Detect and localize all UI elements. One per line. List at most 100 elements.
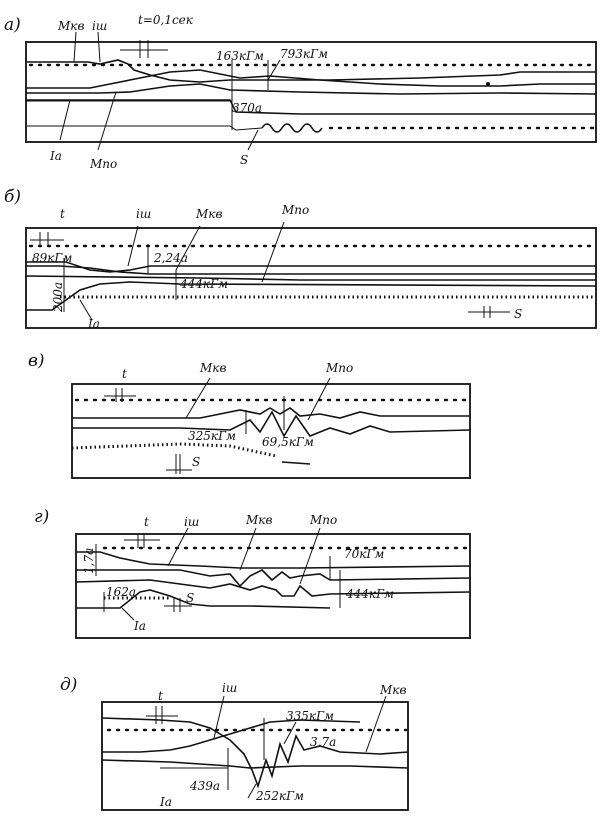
panel-a-oscillation	[261, 123, 323, 133]
panel-a-dot	[486, 82, 490, 86]
panel-b-label-ia: Iа	[87, 317, 100, 331]
panel-e-label-ish: iш	[222, 681, 237, 695]
panel-d-label-s: S	[186, 591, 194, 605]
panel-b-letter: б)	[4, 187, 21, 207]
panel-a-label-mkv: Mкв	[57, 19, 84, 33]
panel-a-frame	[25, 41, 597, 143]
panel-c-trace-mkv	[72, 407, 470, 419]
panel-b: б) t iш Mкв Mпо 89кГм 2,24а 444кГм 200а …	[4, 187, 597, 331]
panel-b-frame	[25, 227, 597, 329]
panel-c-time-ticks	[71, 442, 277, 458]
panel-b-trace-mkv	[26, 265, 596, 275]
panel-b-trace-ia	[26, 281, 597, 311]
panel-d-label-mkv: Mкв	[245, 513, 272, 527]
panel-e: д) t iш Mкв 335кГм 3,7а Iа 439а 252кГм	[60, 675, 409, 811]
panel-c-label-v325: 325кГм	[188, 429, 236, 443]
panel-e-leader-mkv	[365, 695, 387, 753]
panel-a: а) Mкв iш t=0,1сек 163кГм 793кГм 370а Iа…	[4, 13, 597, 171]
panel-e-leader-ish	[213, 695, 225, 739]
panel-a-leader-ia	[59, 99, 71, 141]
panel-e-label-v439: 439а	[189, 779, 220, 793]
panel-b-label-v444: 444кГм	[179, 277, 228, 291]
panel-d-trace-mkv	[76, 569, 471, 588]
panel-e-label-v252: 252кГм	[255, 789, 304, 803]
panel-d-frame	[75, 533, 471, 639]
panel-a-trace-ish	[26, 59, 596, 83]
panel-d-trace-ish	[76, 551, 471, 569]
panel-a-label-cur: 370а	[232, 101, 262, 115]
panel-b-label-ish: iш	[136, 207, 151, 221]
panel-b-label-v224: 2,24а	[153, 251, 188, 265]
panel-a-trace-s	[26, 125, 263, 131]
panel-c-trace-s	[281, 461, 311, 465]
panel-a-trace-ia	[26, 99, 596, 115]
panel-e-trace-ia	[101, 759, 409, 769]
panel-b-leader-mpo	[261, 221, 285, 283]
panel-d-label-mpo: Mпо	[309, 513, 337, 527]
panel-b-label-mkv: Mкв	[195, 207, 222, 221]
panel-d-label-ia: Iа	[133, 619, 146, 633]
panel-c-letter: в)	[28, 351, 45, 371]
panel-b-label-s: S	[514, 307, 522, 321]
panel-e-label-t: t	[158, 689, 163, 703]
panel-e-leader-v252	[247, 783, 257, 799]
panel-c-leader-mkv	[185, 377, 211, 419]
panel-d-leader-ish	[167, 527, 189, 567]
panel-a-label-ia: Iа	[49, 149, 62, 163]
panel-e-letter: д)	[60, 675, 77, 695]
panel-a-label-s: S	[240, 153, 248, 167]
panel-a-letter: а)	[4, 15, 21, 35]
panel-c-frame	[71, 383, 471, 479]
panel-b-leader-mkv	[175, 225, 201, 271]
panel-e-label-mkv: Mкв	[379, 683, 406, 697]
panel-d-letter: г)	[34, 507, 49, 527]
panel-a-trace-mkv	[26, 69, 596, 89]
panel-d-label-v17: 1,7а	[82, 548, 96, 574]
panel-e-label-ia: Iа	[159, 795, 172, 809]
panel-a-label-t: t=0,1сек	[138, 13, 194, 27]
panel-d-leader-mkv	[239, 527, 257, 571]
panel-c-leader-mpo	[307, 377, 331, 421]
panel-b-leader-ia	[79, 299, 93, 321]
panel-b-trace-ish	[26, 261, 596, 273]
panel-d-trace-mpo	[75, 579, 471, 597]
panel-d-label-ish: iш	[184, 515, 199, 529]
panel-b-label-t: t	[60, 207, 65, 221]
panel-a-label-v1: 163кГм	[216, 49, 264, 63]
panel-c-label-mpo: Mпо	[325, 361, 353, 375]
panel-a-leader-s	[247, 129, 259, 151]
panel-b-label-v89: 89кГм	[32, 251, 72, 265]
panel-e-trace-upper	[102, 719, 361, 753]
panel-d-label-v162: 162а	[106, 585, 136, 599]
panel-e-label-v37: 3,7а	[310, 735, 336, 749]
panel-c-label-v695: 69,5кГм	[262, 435, 314, 449]
panel-a-trace-mpo	[26, 83, 597, 95]
panel-e-label-v335: 335кГм	[286, 709, 334, 723]
panel-a-leader-mkv	[73, 31, 77, 63]
panel-e-leader-v335	[283, 721, 297, 745]
panel-b-label-v200: 200а	[51, 282, 65, 313]
panel-e-frame	[101, 701, 409, 811]
panel-c: в) t Mкв Mпо 325кГм 69,5кГм S	[28, 351, 471, 479]
panel-d-label-v70: 70кГм	[344, 547, 384, 561]
panel-a-label-ish: iш	[92, 19, 107, 33]
panel-d-trace-ia	[76, 589, 331, 609]
panel-d-label-t: t	[144, 515, 149, 529]
panel-c-label-mkv: Mкв	[199, 361, 226, 375]
panel-a-leader-v2	[267, 59, 281, 81]
panel-a-label-v2: 793кГм	[280, 47, 328, 61]
panel-d-leader-mpo	[299, 527, 321, 585]
panel-a-leader-mpo	[97, 91, 117, 151]
panel-b-trace-mpo	[25, 275, 596, 281]
panel-d-label-v444: 444кГм	[345, 587, 394, 601]
panel-c-trace-mpo	[72, 410, 471, 438]
panel-b-label-mpo: Mпо	[281, 203, 309, 217]
panel-a-leader-ish	[97, 31, 101, 63]
panel-c-label-s: S	[192, 455, 200, 469]
panel-c-label-t: t	[122, 367, 127, 381]
panel-b-leader-ish	[127, 225, 139, 267]
panel-d: г) t iш Mкв Mпо 70кГм 444кГм 1,7а 162а S…	[34, 507, 471, 639]
panel-a-label-mpo: Mпо	[89, 157, 117, 171]
panel-d-leader-ia	[121, 607, 135, 621]
